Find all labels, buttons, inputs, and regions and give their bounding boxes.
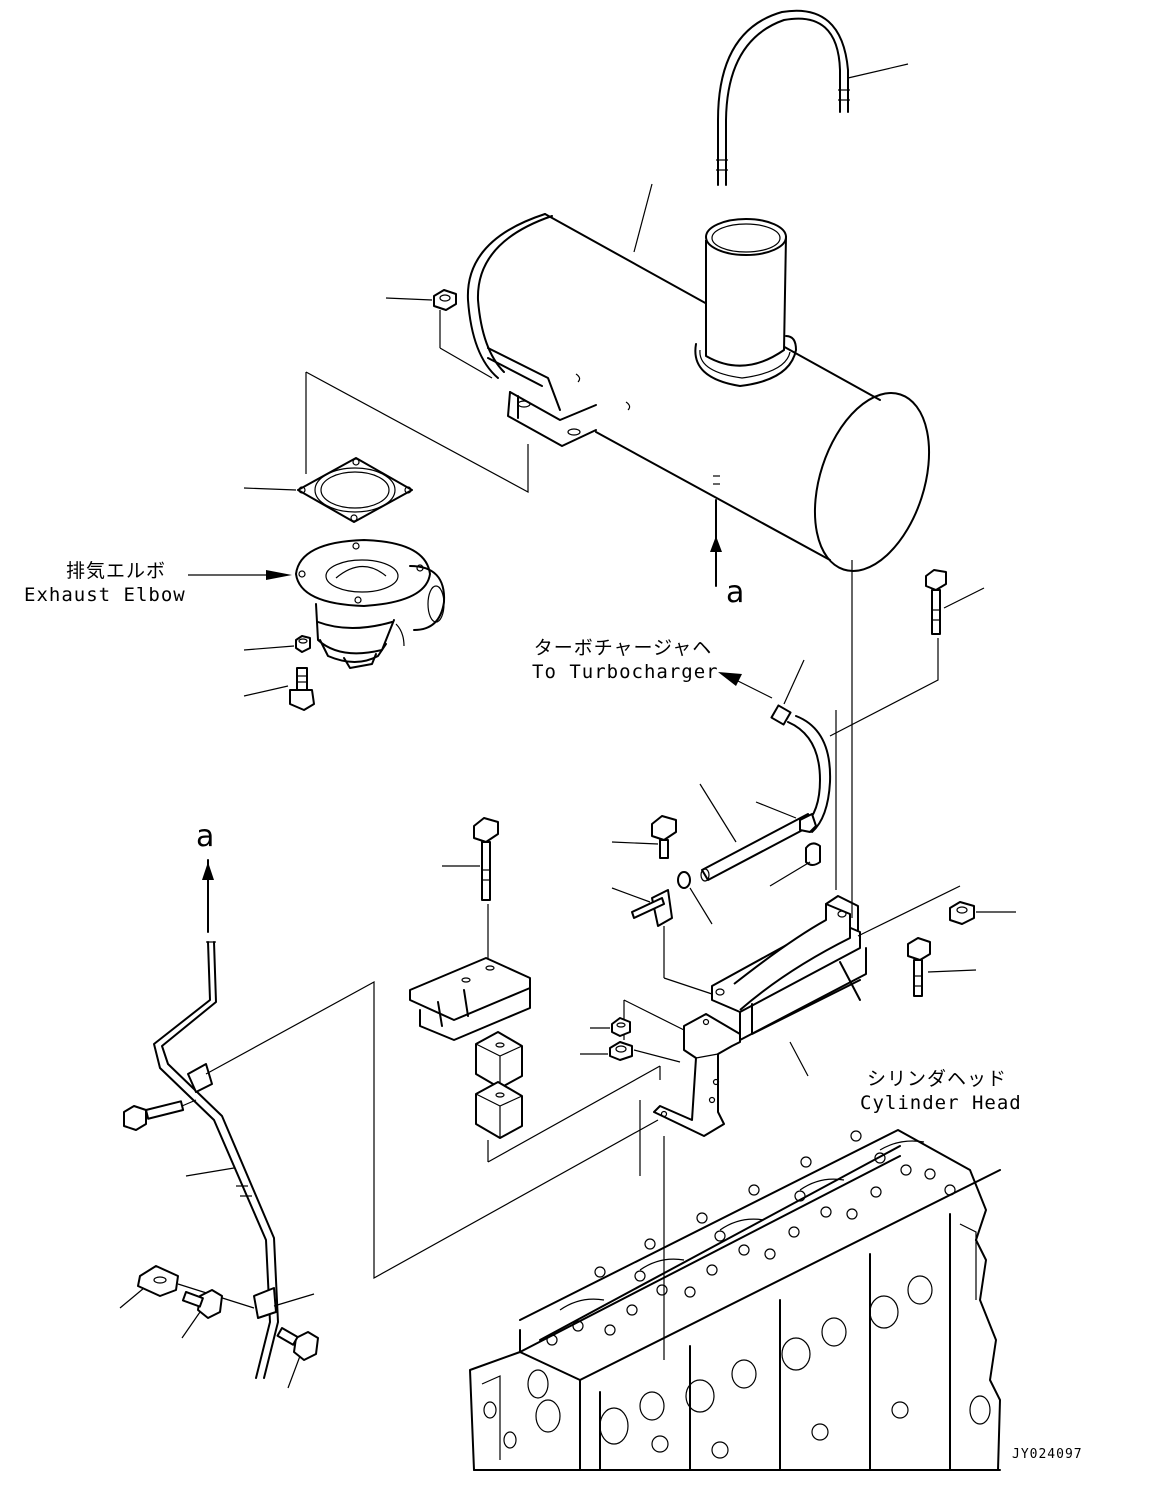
exhaust-elbow bbox=[295, 539, 446, 669]
exhaust-elbow-label-en: Exhaust Elbow bbox=[24, 584, 186, 606]
bolt-elbow bbox=[243, 667, 315, 711]
bolt-clamp-1 bbox=[181, 1289, 223, 1339]
view-marker-lower: a bbox=[196, 819, 215, 854]
guide-tube bbox=[153, 859, 659, 1379]
flange-nut-muffler bbox=[385, 289, 493, 379]
cylinder-head-label-ja: シリンダヘッド bbox=[866, 1068, 1007, 1090]
muffler bbox=[466, 183, 931, 587]
gasket bbox=[243, 371, 529, 523]
nut-elbow bbox=[243, 635, 311, 653]
nut-small-1 bbox=[590, 1017, 631, 1037]
rubber-block-2 bbox=[475, 1081, 523, 1139]
muffler-bracket bbox=[711, 560, 961, 1077]
drawing-id: JY024097 bbox=[1012, 1447, 1083, 1462]
clip-center bbox=[611, 887, 719, 997]
turbo-label-ja: ターボチャージャヘ bbox=[533, 637, 713, 659]
bolt-center-short bbox=[611, 815, 677, 859]
turbo-label-en: To Turbocharger bbox=[532, 661, 719, 683]
cylinder-head bbox=[469, 1100, 1001, 1471]
bolt-upper-right bbox=[829, 569, 985, 737]
lock-washer bbox=[677, 871, 713, 925]
bolt-right bbox=[907, 937, 977, 997]
support-bracket bbox=[623, 999, 741, 1360]
cylinder-head-label-en: Cylinder Head bbox=[860, 1092, 1022, 1114]
bolt-clamp-2 bbox=[276, 1327, 319, 1389]
u-bolt bbox=[716, 9, 909, 186]
view-marker-upper: a bbox=[726, 575, 745, 610]
air-tube bbox=[699, 659, 837, 890]
rubber-block-1 bbox=[475, 1031, 523, 1089]
bolt-guide-tube bbox=[123, 1099, 197, 1131]
flange-nut-right bbox=[949, 901, 1016, 925]
clamp-plate bbox=[409, 957, 531, 1041]
exhaust-elbow-label-ja: 排気エルボ bbox=[65, 560, 166, 582]
bolt-center-long bbox=[442, 817, 499, 960]
nut-small-2 bbox=[580, 1041, 681, 1063]
